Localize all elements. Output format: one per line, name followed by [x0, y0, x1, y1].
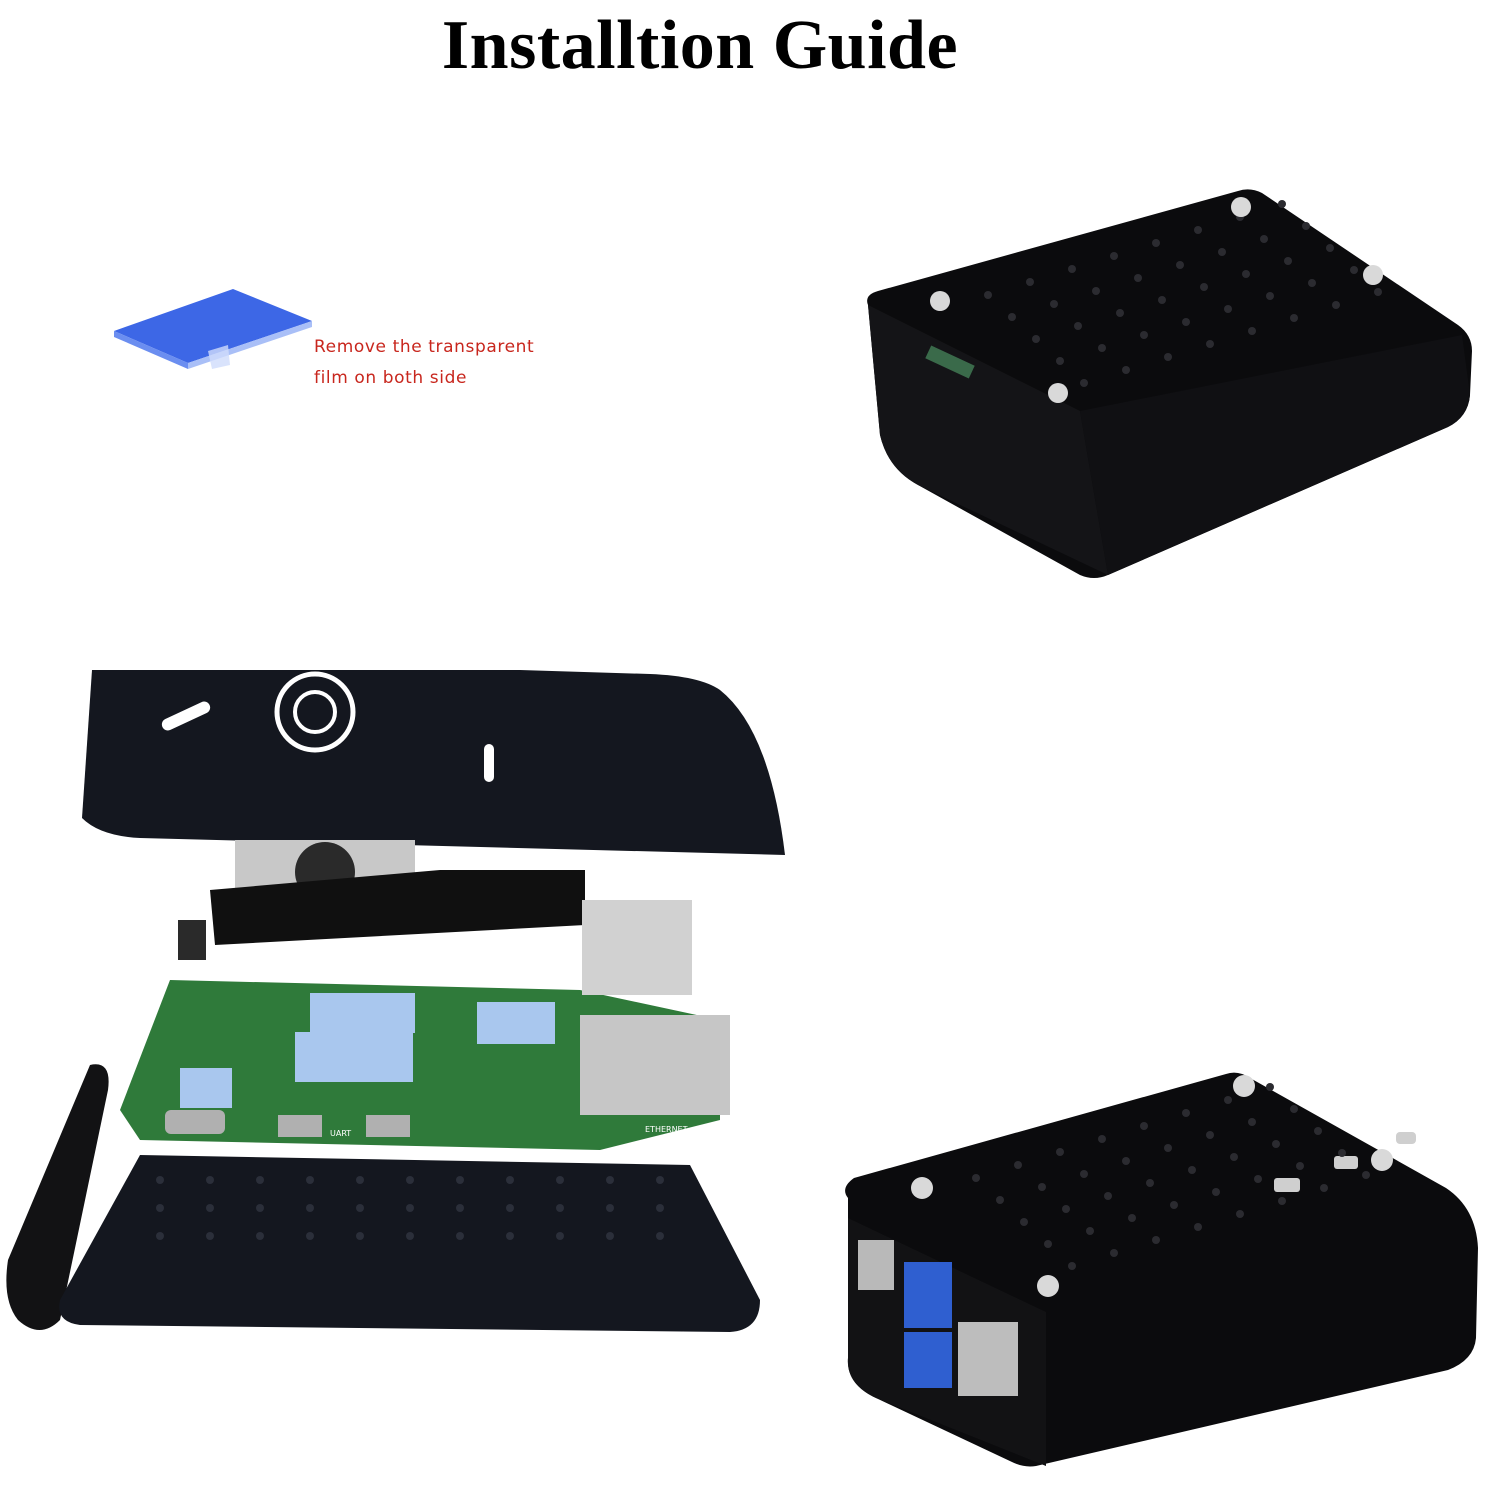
uart-label: UART	[330, 1129, 351, 1138]
thermal-pad-note: Remove the transparent film on both side	[314, 332, 534, 394]
case-ports-icon	[845, 1072, 1478, 1467]
thermal-pad-note-line1: Remove the transparent	[314, 337, 535, 357]
exploded-case-icon: UART ETHERNET	[6, 670, 785, 1332]
ethernet-label: ETHERNET	[645, 1125, 688, 1134]
case-closed-icon	[867, 189, 1472, 578]
thermal-pad-icon	[114, 289, 312, 369]
thermal-pad-note-line2: film on both side	[314, 368, 468, 388]
page-title: Installtion Guide	[441, 7, 959, 84]
